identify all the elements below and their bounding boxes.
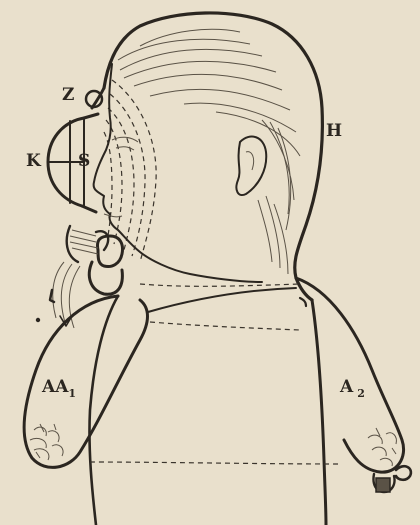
label-z: Z (62, 85, 74, 105)
vent-dot (36, 318, 40, 322)
label-a2-sub: 2 (357, 387, 365, 400)
label-aa1-sub: 1 (68, 387, 76, 400)
label-aa1-main: AA (41, 377, 69, 397)
label-s: S (78, 151, 90, 171)
wrist-valve-block (376, 478, 390, 492)
label-a2-main: A (339, 377, 354, 397)
label-h: H (326, 121, 342, 141)
label-k: K (26, 151, 42, 171)
